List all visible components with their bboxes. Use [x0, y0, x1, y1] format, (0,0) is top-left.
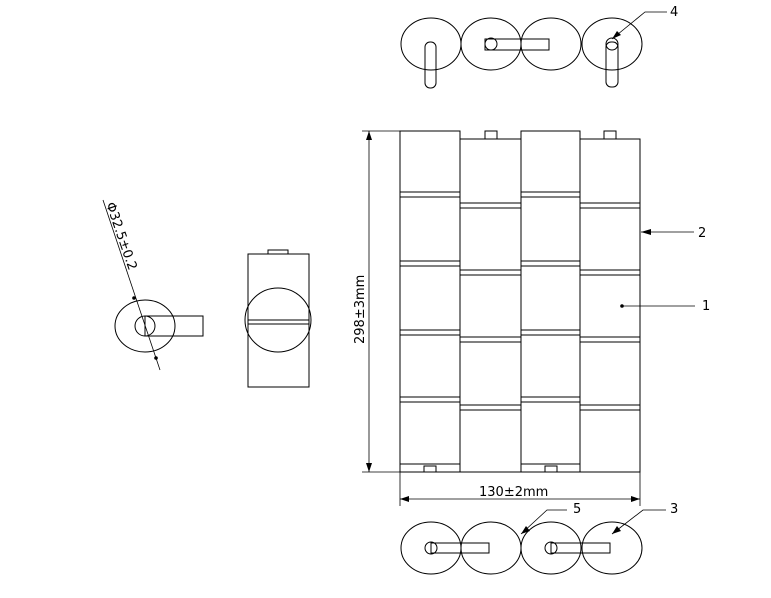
callout-1-label: 1	[702, 299, 710, 314]
height-dimension-line: 298±3mm	[353, 130, 400, 473]
callout-3: 3	[611, 502, 678, 535]
callout-2: 2	[641, 226, 706, 241]
callout-4-label: 4	[670, 5, 678, 20]
width-dimension-line: 130±2mm	[399, 472, 641, 506]
bottom-view	[400, 521, 643, 575]
top-view	[400, 17, 643, 89]
callout-5: 5	[520, 502, 581, 535]
height-dimension: 298±3mm	[353, 275, 368, 344]
callout-2-label: 2	[698, 226, 706, 241]
side-view: Φ32.5±0.2	[102, 199, 204, 371]
single-cell-view	[244, 249, 312, 388]
main-pack-view	[399, 130, 641, 473]
callout-5-label: 5	[573, 502, 581, 517]
diameter-dimension: Φ32.5±0.2	[102, 200, 139, 272]
callout-1: 1	[620, 299, 710, 314]
callout-4: 4	[611, 5, 678, 40]
callout-3-label: 3	[670, 502, 678, 517]
width-dimension: 130±2mm	[479, 485, 548, 500]
